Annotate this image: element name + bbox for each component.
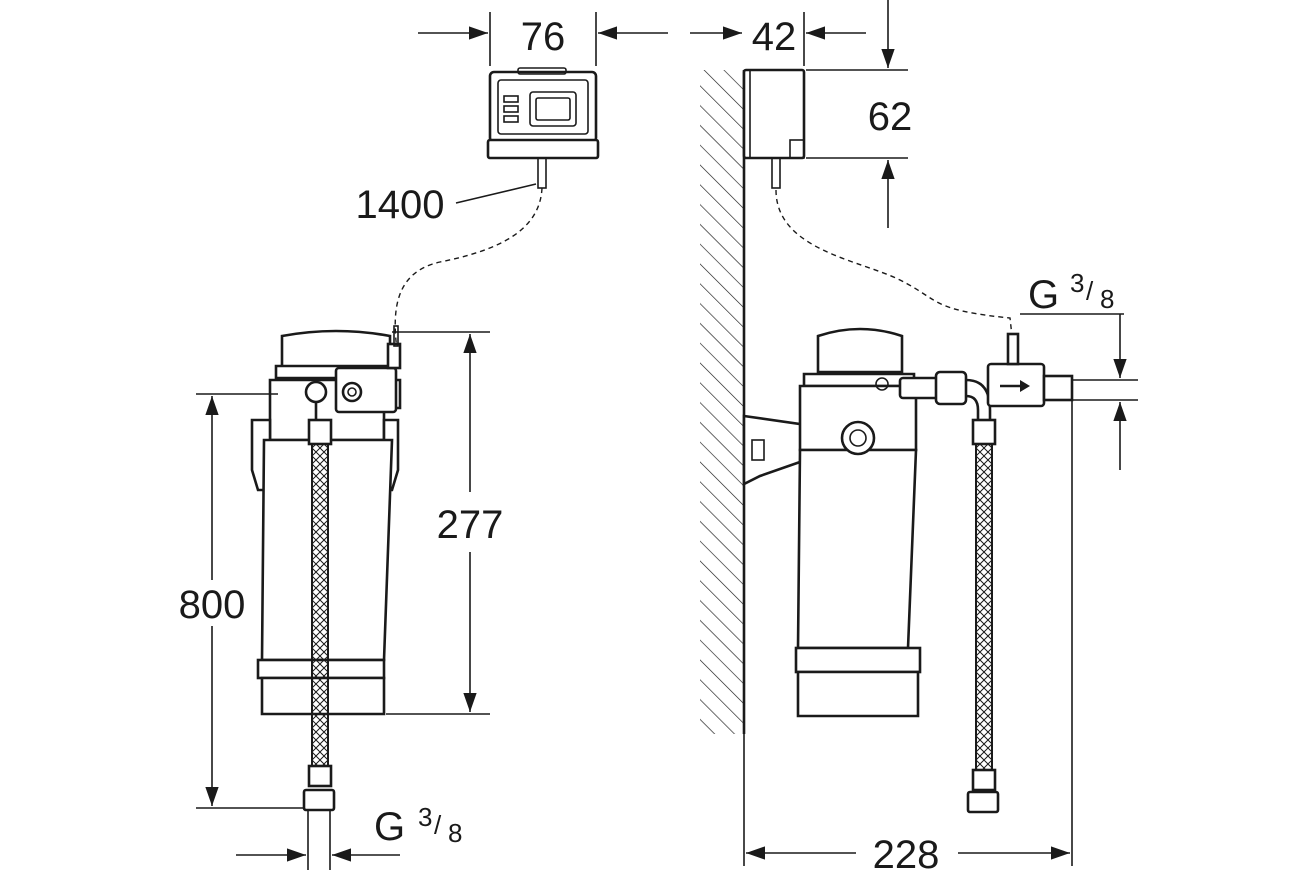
dim-side-height: 62	[868, 95, 913, 139]
dim-top-width: 76	[521, 15, 566, 59]
dim-cable-length: 1400	[356, 183, 445, 227]
wall-hatching	[700, 70, 744, 734]
svg-text:G: G	[374, 805, 405, 849]
side-view: 42 62 G 3 / 8 228	[690, 0, 1138, 874]
outlet-pipework	[898, 332, 1074, 420]
filter-housing-side	[794, 327, 922, 718]
braided-hose-front	[311, 419, 329, 771]
svg-text:G: G	[1028, 273, 1059, 317]
thread-label-side: G 3 / 8	[1028, 268, 1114, 317]
front-view: 76 1400 277 800 G 3 / 8	[179, 12, 668, 870]
svg-text:/: /	[434, 810, 442, 840]
svg-text:3: 3	[418, 802, 432, 832]
dim-filter-height: 277	[437, 503, 504, 547]
svg-text:3: 3	[1070, 268, 1084, 298]
dim-side-depth: 42	[752, 15, 797, 59]
svg-text:/: /	[1086, 276, 1094, 306]
cable-front	[394, 187, 543, 351]
control-unit-front	[486, 67, 600, 189]
svg-text:8: 8	[448, 818, 462, 848]
dim-total-height: 800	[179, 583, 246, 627]
svg-text:8: 8	[1100, 284, 1114, 314]
braided-hose-side	[975, 419, 993, 775]
control-unit-side	[742, 68, 806, 189]
cable-side	[775, 189, 1013, 337]
dim-wall-to-outlet: 228	[873, 833, 940, 874]
thread-label-bottom: G 3 / 8	[374, 802, 462, 849]
